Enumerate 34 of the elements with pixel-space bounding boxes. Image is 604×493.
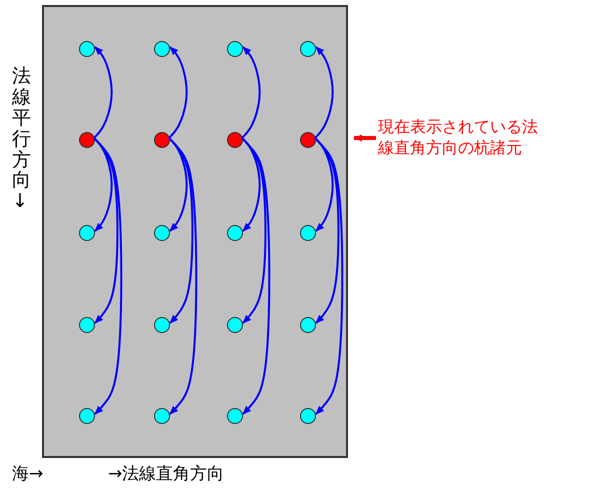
curved-arrow [241, 137, 270, 415]
pointer-arrow [353, 134, 376, 142]
pile-circle [227, 317, 243, 333]
pile-circle [154, 408, 170, 424]
pile-circle [79, 132, 95, 148]
curved-arrow [241, 46, 261, 139]
curved-arrow [168, 46, 188, 139]
pile-circle [154, 41, 170, 57]
curved-arrow [314, 137, 344, 415]
pile-circle [227, 132, 243, 148]
pile-circle [79, 225, 95, 241]
pile-circle [300, 132, 316, 148]
curved-arrow [93, 46, 113, 139]
pile-circle [154, 225, 170, 241]
direction-label: 海→ [12, 463, 44, 485]
pile-circle [79, 41, 95, 57]
pile-circle [300, 317, 316, 333]
curved-arrow [93, 137, 122, 415]
pile-circle [227, 225, 243, 241]
curved-arrow [168, 137, 198, 415]
pile-circle [154, 132, 170, 148]
grid-panel [42, 5, 348, 458]
callout-text: 現在表示されている法線直角方向の杭諸元 [378, 116, 550, 160]
pile-circle [227, 408, 243, 424]
pile-circle [79, 317, 95, 333]
pile-circle [300, 408, 316, 424]
curved-arrow [314, 46, 334, 139]
pile-circle [227, 41, 243, 57]
pile-circle [154, 317, 170, 333]
axis-label: 法線平行方向↓ [12, 66, 31, 212]
pile-circle [300, 41, 316, 57]
direction-label: →法線直角方向 [108, 463, 224, 485]
pile-circle [79, 408, 95, 424]
pile-circle [300, 225, 316, 241]
